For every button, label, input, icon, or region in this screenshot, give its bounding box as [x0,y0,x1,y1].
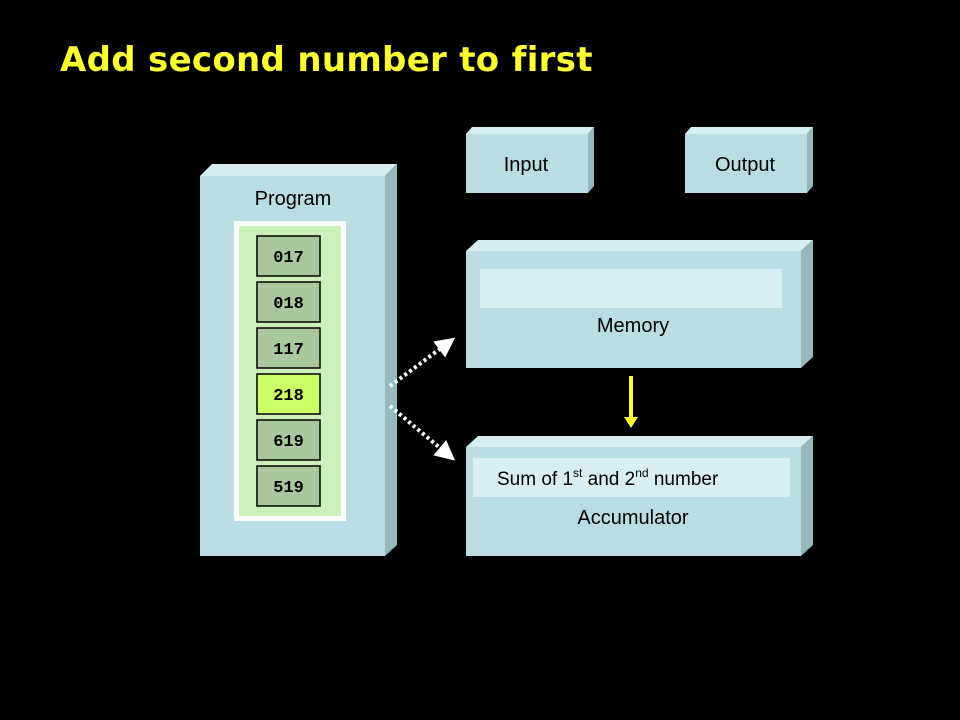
memory-slot [480,269,782,308]
program-box-top [200,164,397,176]
program-to-accumulator-arrow [388,404,456,461]
output-label: Output [715,154,775,176]
instruction-box [256,281,321,323]
instruction-code: 018 [273,295,304,314]
accumulator-value: Sum of 1st and 2nd number [497,466,719,490]
instruction-cell: 519 [256,465,321,507]
program-to-memory-arrow [388,337,456,388]
accumulator-label: Accumulator [577,507,688,529]
program-box: Program 017 018 117 218 619 519 [200,164,397,556]
instruction-code: 218 [273,387,304,406]
output-box-side [807,127,813,193]
instruction-code: 619 [273,433,304,452]
page-title: Add second number to first [60,40,593,80]
output-box-face [685,134,807,193]
acc-value-part-c: number [649,469,719,490]
instruction-cell: 017 [256,235,321,277]
memory-label: Memory [597,315,669,337]
memory-box-side [801,240,813,368]
instruction-cell: 117 [256,327,321,369]
acc-value-part-a: Sum of 1 [497,469,573,490]
instruction-cell: 018 [256,281,321,323]
acc-value-part-b: and 2 [582,469,635,490]
acc-value-sup-nd: nd [635,466,648,480]
accumulator-box-top [466,436,813,447]
input-box-top [466,127,594,134]
input-box-side [588,127,594,193]
accumulator-box: Sum of 1st and 2nd number Accumulator [466,436,813,556]
program-label: Program [255,188,332,210]
instruction-box [256,465,321,507]
memory-box-top [466,240,813,251]
memory-box: Memory [466,240,813,368]
instruction-box [256,235,321,277]
instruction-cell: 218 [256,373,321,415]
instruction-cell: 619 [256,419,321,461]
instruction-list: 017 018 117 218 619 519 [256,235,321,507]
output-box: Output [685,127,813,193]
input-label: Input [504,154,549,176]
accumulator-slot [473,458,790,497]
instruction-box [256,419,321,461]
instruction-box [256,327,321,369]
transfer-arrow-head [624,417,638,428]
instruction-code: 117 [273,341,304,360]
instruction-code: 017 [273,249,304,268]
output-box-top [685,127,813,134]
instruction-box-active [256,373,321,415]
input-box-face [466,134,588,193]
transfer-arrow-shaft [629,376,633,418]
memory-to-accumulator-arrow [624,376,638,428]
program-box-side [385,164,397,556]
input-box: Input [466,127,594,193]
accumulator-box-side [801,436,813,556]
instruction-code: 519 [273,479,304,498]
memory-box-face [466,251,801,368]
acc-value-sup-st: st [573,466,583,480]
